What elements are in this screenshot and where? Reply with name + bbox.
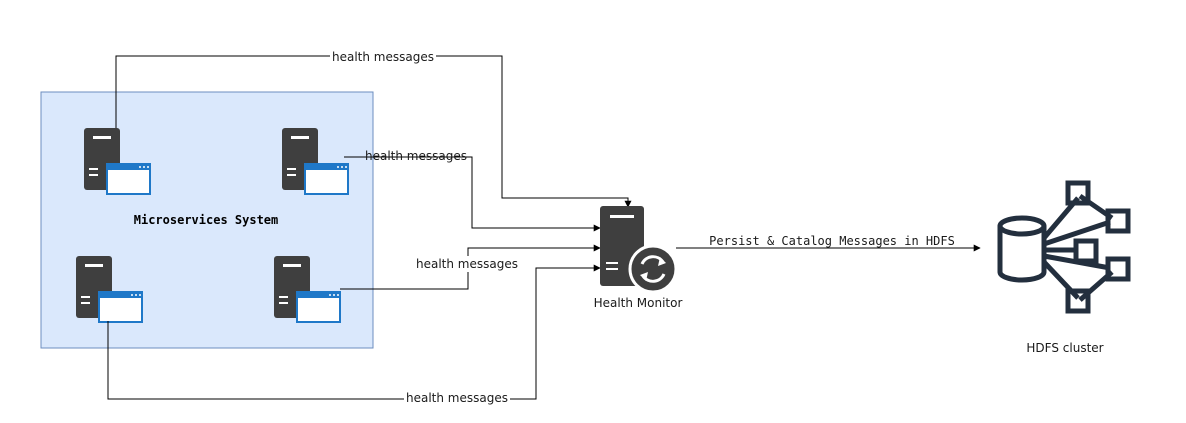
edge-bottom: [107, 264, 601, 400]
edge-label-top: health messages: [332, 50, 434, 64]
hdfs-cluster-label: HDFS cluster: [1026, 341, 1103, 355]
edge-upper-right: [344, 156, 601, 232]
edge-label-bottom: health messages: [406, 391, 508, 405]
hdfs-cluster-icon: [997, 180, 1131, 314]
group-label: Microservices System: [134, 213, 279, 227]
edge-top: [115, 55, 632, 208]
edge-label-persist: Persist & Catalog Messages in HDFS: [709, 234, 955, 248]
health-monitor-label: Health Monitor: [594, 296, 683, 310]
edge-label-lower-right: health messages: [416, 257, 518, 271]
edge-label-upper-right: health messages: [365, 149, 467, 163]
server-sync-icon: [600, 206, 678, 294]
